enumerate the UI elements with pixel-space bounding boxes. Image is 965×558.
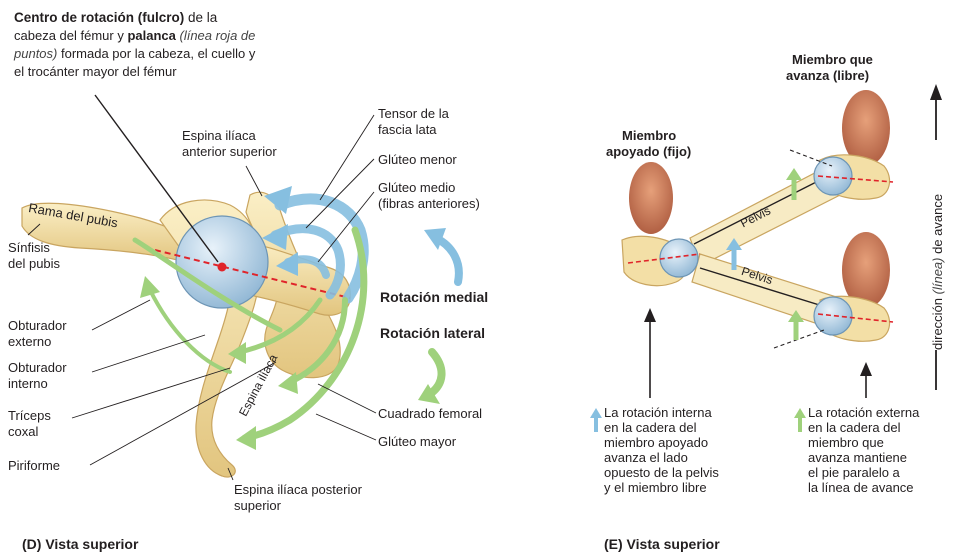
label-sinfisis-2: del pubis (8, 256, 60, 271)
free-hip-head-lower (814, 297, 852, 335)
label-libre-2: avanza (libre) (786, 68, 869, 83)
label-tensor-2: fascia lata (378, 122, 437, 137)
gluteus-max-arrowhead (236, 426, 256, 450)
leader-obt-ext (92, 300, 150, 330)
label-tensor-1: Tensor de la (378, 106, 449, 121)
note-external-line: en la cadera del (808, 420, 919, 435)
label-direccion-avance: dirección (línea) de avance (930, 194, 945, 350)
label-piriforme: Piriforme (8, 458, 60, 473)
label-gluteo-medio-2: (fibras anteriores) (378, 196, 480, 211)
quadratus-arrowhead (278, 372, 298, 394)
label-sinfisis-1: Sínfisis (8, 240, 50, 255)
note-internal-line: y el miembro libre (604, 480, 719, 495)
label-cuadrado-femoral: Cuadrado femoral (378, 406, 482, 421)
fulcrum-note-line4: el trocánter mayor del fémur (14, 64, 177, 79)
fulcrum-note-line3: puntos) formada por la cabeza, el cuello… (14, 46, 255, 61)
note-internal-line: miembro apoyado (604, 435, 719, 450)
label-gluteo-medio-1: Glúteo medio (378, 180, 455, 195)
note-internal-line: opuesto de la pelvis (604, 465, 719, 480)
label-obturador-interno-1: Obturador (8, 360, 67, 375)
label-triceps-1: Tríceps (8, 408, 51, 423)
label-obturador-externo-1: Obturador (8, 318, 67, 333)
label-gluteo-menor: Glúteo menor (378, 152, 457, 167)
note-external-line: avanza mantiene (808, 450, 919, 465)
label-obturador-interno-2: interno (8, 376, 48, 391)
lateral-rotation-icon (430, 352, 442, 394)
leader-cuadrado (318, 384, 376, 413)
leader-obt-int (92, 335, 205, 372)
leader-espina-ant (246, 166, 262, 196)
label-espina-posterior-2: superior (234, 498, 281, 513)
label-gluteo-mayor: Glúteo mayor (378, 434, 456, 449)
label-obturador-externo-2: externo (8, 334, 51, 349)
fulcrum-dot (218, 263, 227, 272)
caption-e: (E) Vista superior (604, 536, 720, 552)
fixed-hip-head (660, 239, 698, 277)
label-espina-anterior-1: Espina ilíaca (182, 128, 256, 143)
leader-tensor (320, 115, 374, 200)
note-internal-line: La rotación interna (604, 405, 719, 420)
fixed-foot (629, 162, 673, 234)
note-external-line: el pie paralelo a (808, 465, 919, 480)
note-internal-line: en la cadera del (604, 420, 719, 435)
label-fijo-2: apoyado (fijo) (606, 144, 691, 159)
note-internal-line: avanza el lado (604, 450, 719, 465)
direction-arrowhead (930, 84, 942, 100)
fulcrum-note-line2: cabeza del fémur y palanca (línea roja d… (14, 28, 255, 43)
label-libre-1: Miembro que (792, 52, 873, 67)
label-fijo-1: Miembro (622, 128, 676, 143)
label-rotacion-medial: Rotación medial (380, 290, 488, 305)
label-espina-posterior-1: Espina ilíaca posterior (234, 482, 362, 497)
note-external-rotation: La rotación externa en la cadera del mie… (808, 405, 919, 495)
triceps-arrowhead (140, 276, 160, 298)
label-rotacion-lateral: Rotación lateral (380, 326, 485, 341)
note-internal-rotation: La rotación interna en la cadera del mie… (604, 405, 719, 495)
fulcrum-note-line1: Centro de rotación (fulcro) de la (14, 10, 217, 25)
note-external-line: miembro que (808, 435, 919, 450)
note-external-line: la línea de avance (808, 480, 919, 495)
label-espina-anterior-2: anterior superior (182, 144, 277, 159)
leader-gmax (316, 414, 376, 440)
note-external-line: La rotación externa (808, 405, 919, 420)
caption-d: (D) Vista superior (22, 536, 138, 552)
label-triceps-2: coxal (8, 424, 38, 439)
